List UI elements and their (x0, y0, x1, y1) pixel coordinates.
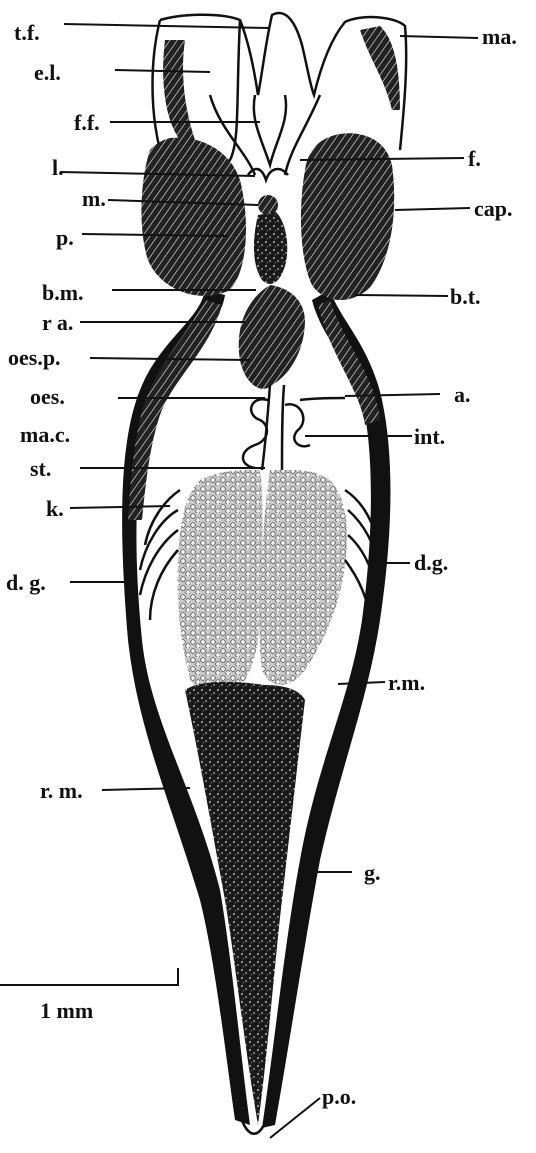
label-a: a. (454, 382, 471, 407)
digestive-gland-left (178, 470, 263, 691)
scale-label: 1 mm (40, 998, 93, 1023)
funnel (254, 95, 286, 165)
label-f: f. (468, 146, 481, 171)
label-p: p. (56, 225, 74, 250)
label-oes: oes. (30, 384, 65, 409)
label-int: int. (414, 424, 445, 449)
intestine-loops (243, 399, 310, 468)
label-m: m. (82, 186, 106, 211)
label-bt: b.t. (450, 284, 481, 309)
label-dg-left: d. g. (6, 570, 46, 595)
label-g: g. (364, 860, 381, 885)
label-rm-right: r.m. (388, 670, 425, 695)
left-flap-detail (163, 40, 195, 140)
mouth (258, 195, 278, 215)
scale-bar (0, 968, 178, 985)
right-hatched-band (318, 300, 380, 425)
esophagus (262, 385, 284, 470)
label-bm: b.m. (42, 280, 84, 305)
digestive-gland-right (260, 470, 347, 685)
radula-sac (239, 285, 305, 389)
label-oesp: oes.p. (8, 345, 61, 370)
label-rm-left: r. m. (40, 778, 83, 803)
label-ff: f.f. (74, 110, 100, 135)
label-l: l. (52, 155, 64, 180)
pharynx (254, 212, 287, 284)
left-capsule (141, 138, 246, 296)
label-cap: cap. (474, 196, 513, 221)
gill-combs-left (140, 490, 180, 620)
label-tf: t.f. (14, 20, 40, 45)
label-mac: ma.c. (20, 422, 70, 447)
label-ra: r a. (42, 310, 73, 335)
label-ma: ma. (482, 24, 517, 49)
label-st: st. (30, 456, 51, 481)
specimen-drawing (122, 13, 406, 1134)
label-k: k. (46, 496, 64, 521)
label-po: p.o. (322, 1084, 356, 1109)
anal-duct (300, 398, 345, 400)
label-el: e.l. (34, 60, 61, 85)
right-flap-detail (360, 26, 400, 110)
label-dg-right: d.g. (414, 550, 448, 575)
